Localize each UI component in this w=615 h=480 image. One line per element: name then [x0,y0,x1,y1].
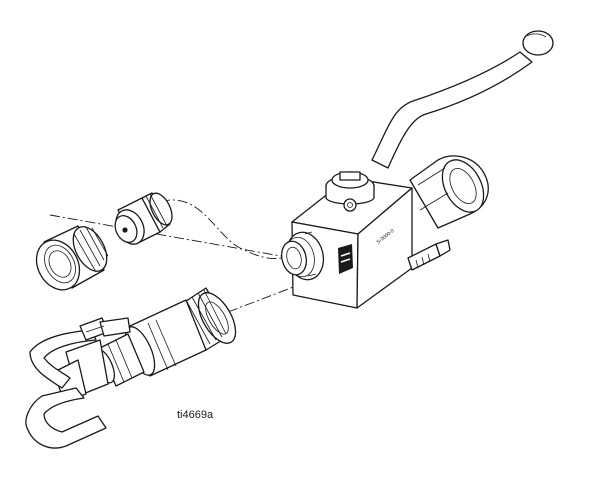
figure-caption: ti4669a [177,409,214,421]
coupling-nut [35,225,109,291]
ball-valve-body: S-0000-0 [281,30,554,309]
adapter-fitting [114,192,173,245]
inlet-thread [281,231,325,281]
tip-guard-lower [25,387,107,449]
tip-extension-assembly [25,287,237,449]
brand-logo-icon [338,244,353,274]
handle-knob [522,30,554,56]
tip-guard-upper [29,329,97,389]
assembly-centerlines [49,199,297,313]
valve-handle [371,51,533,169]
